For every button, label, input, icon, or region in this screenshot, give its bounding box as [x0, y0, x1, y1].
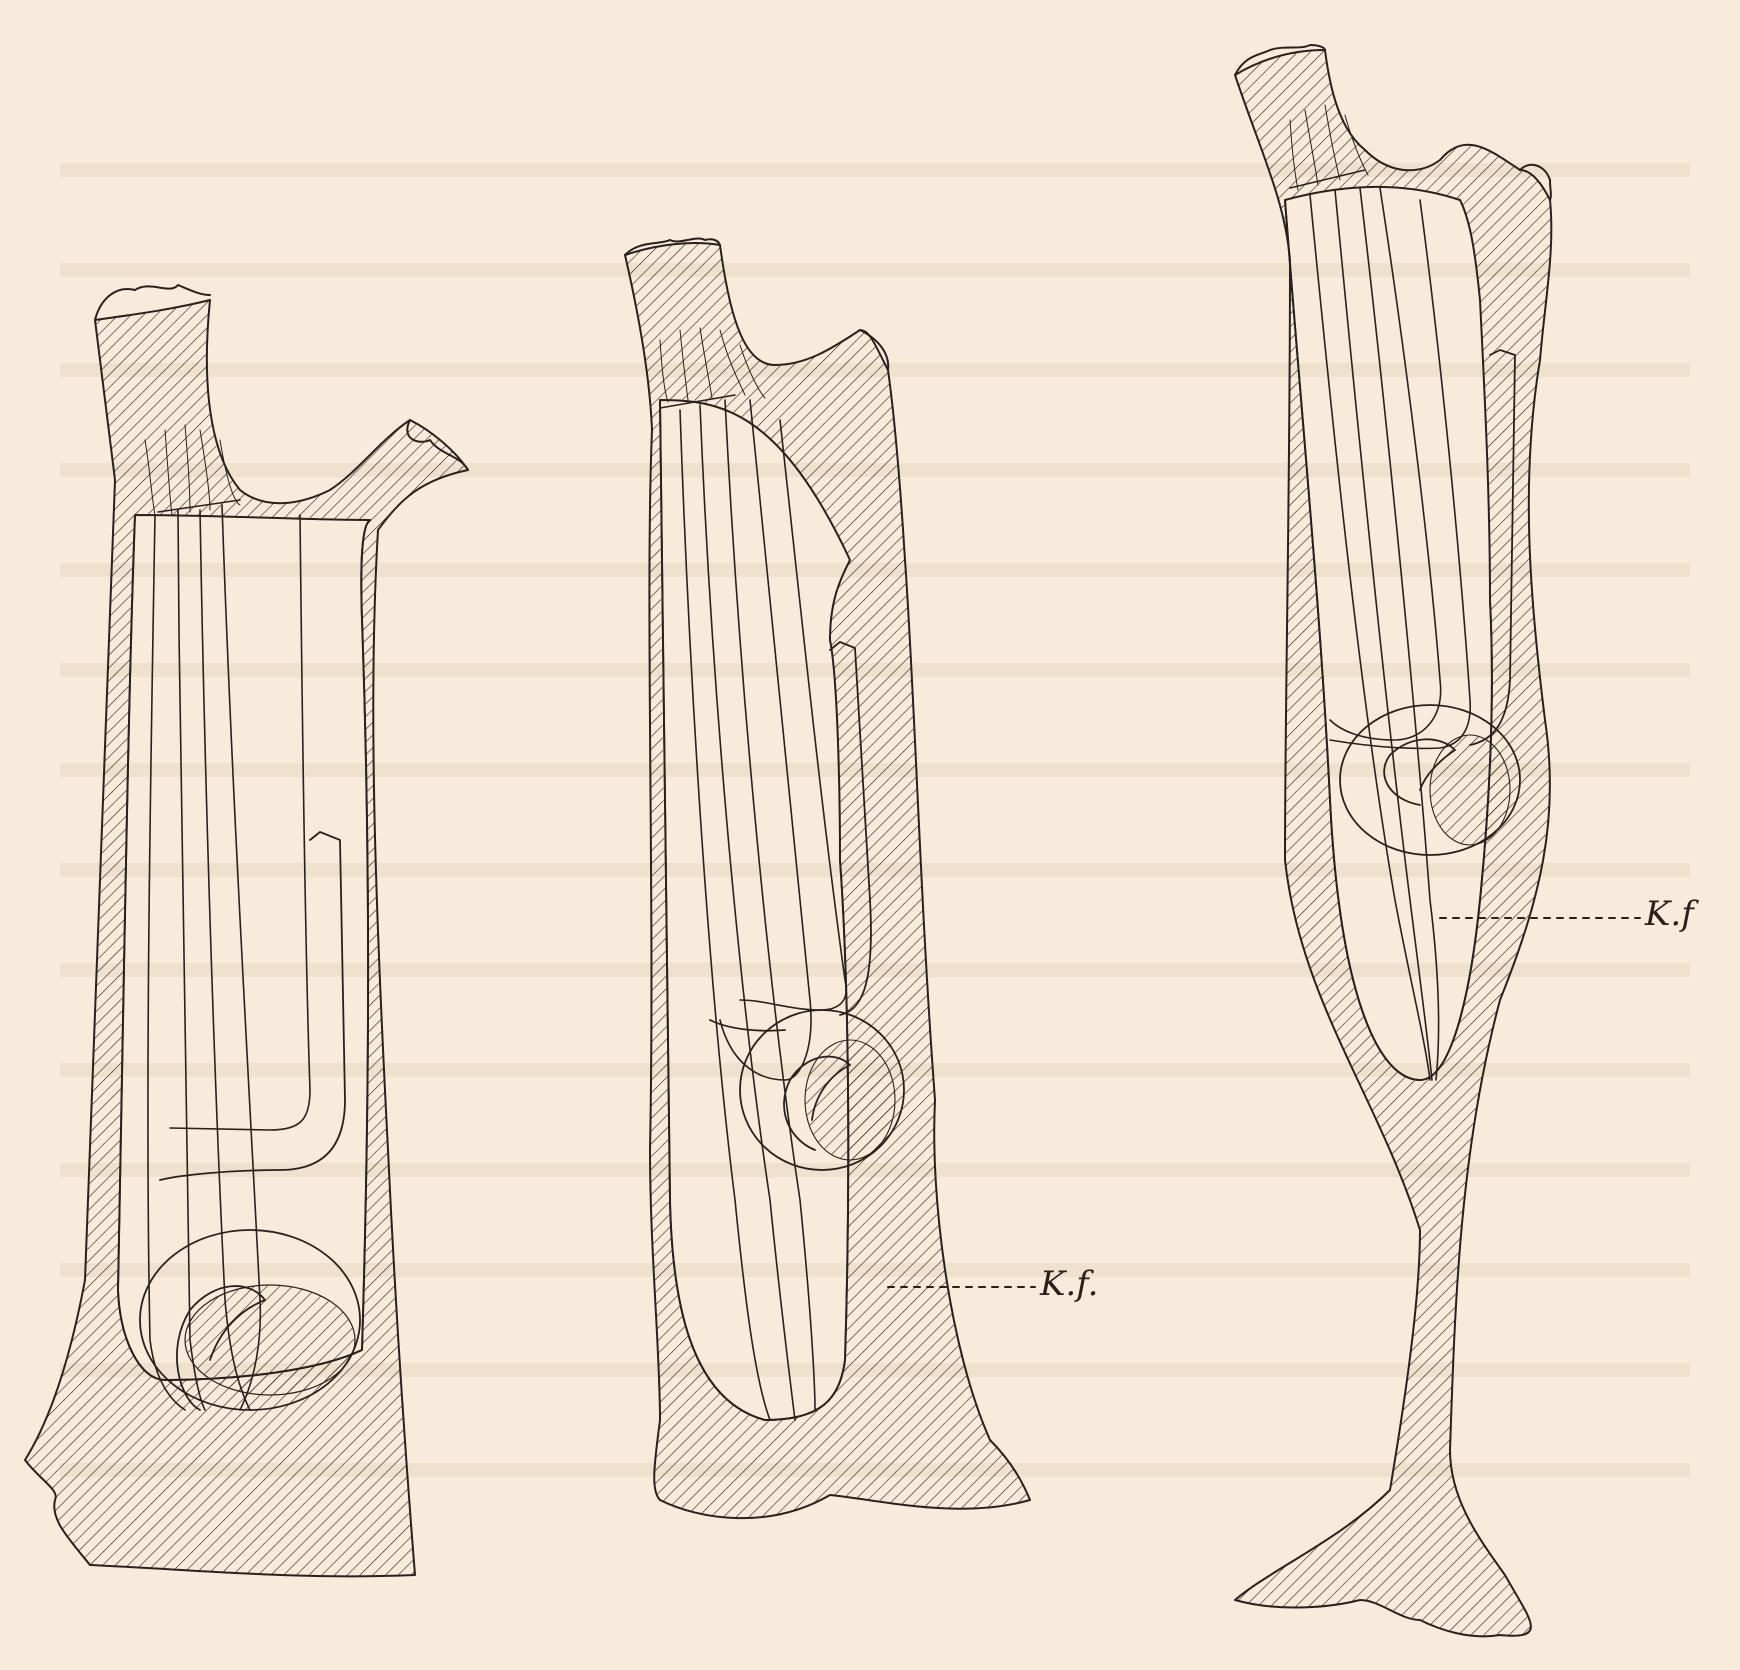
cell-right-label: K.f — [1644, 894, 1699, 934]
cell-middle-label: K.f. — [1039, 1264, 1098, 1304]
